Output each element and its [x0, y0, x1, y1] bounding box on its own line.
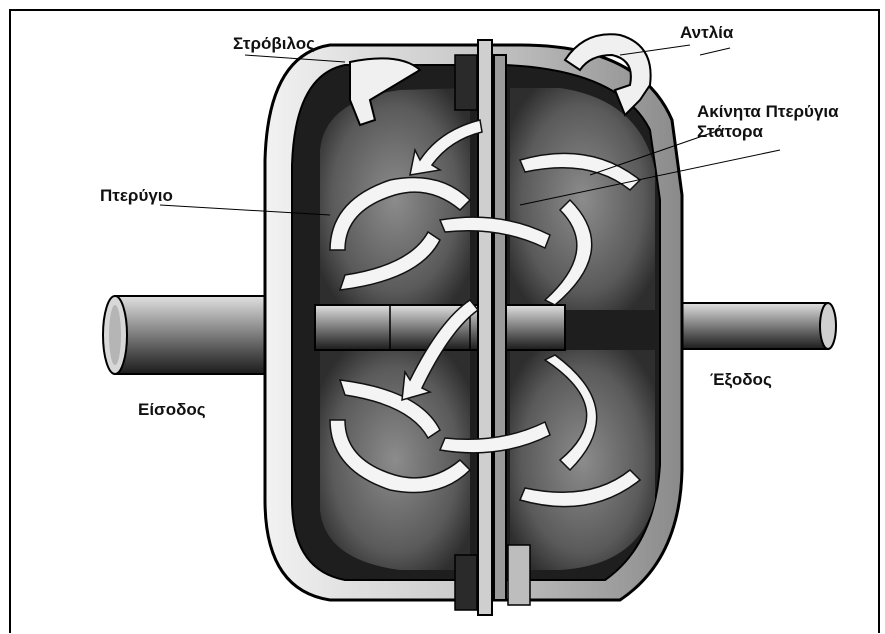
outlet-label: Έξοδος — [710, 370, 772, 390]
stator-label-line2: Στάτορα — [697, 122, 763, 142]
stator-label-line1: Ακίνητα Πτερύγια — [697, 102, 839, 122]
pump-label: Αντλία — [680, 23, 733, 43]
inlet-label: Είσοδος — [138, 400, 206, 420]
turbine-label: Στρόβιλος — [233, 34, 315, 54]
blade-label: Πτερύγιο — [100, 186, 173, 206]
